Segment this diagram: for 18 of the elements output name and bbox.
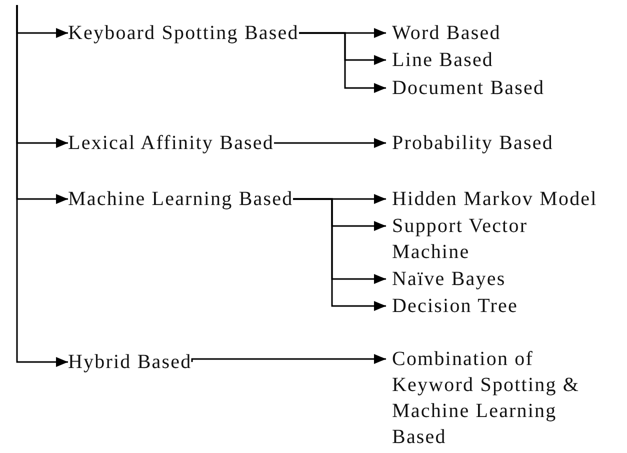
category-label: Keyboard Spotting Based xyxy=(68,20,299,46)
arrow xyxy=(299,32,386,93)
category-label: Combination of Keyword Spotting & Machine Learning Based xyxy=(386,346,586,450)
category-label: Decision Tree xyxy=(386,293,606,319)
arrow xyxy=(16,5,68,367)
category-label: Line Based xyxy=(386,47,606,73)
category-label: Hybrid Based xyxy=(68,349,192,375)
category-label: Naïve Bayes xyxy=(386,266,606,292)
category-label: Document Based xyxy=(386,75,606,101)
category-label: Lexical Affinity Based xyxy=(68,130,274,156)
category-label: Support Vector Machine xyxy=(386,213,556,265)
category-label: Probability Based xyxy=(386,130,606,156)
arrow xyxy=(293,198,386,311)
arrow xyxy=(273,138,386,148)
category-label: Hidden Markov Model xyxy=(386,186,624,212)
category-label: Word Based xyxy=(386,20,606,46)
arrow xyxy=(191,354,386,364)
category-label: Machine Learning Based xyxy=(68,186,294,212)
